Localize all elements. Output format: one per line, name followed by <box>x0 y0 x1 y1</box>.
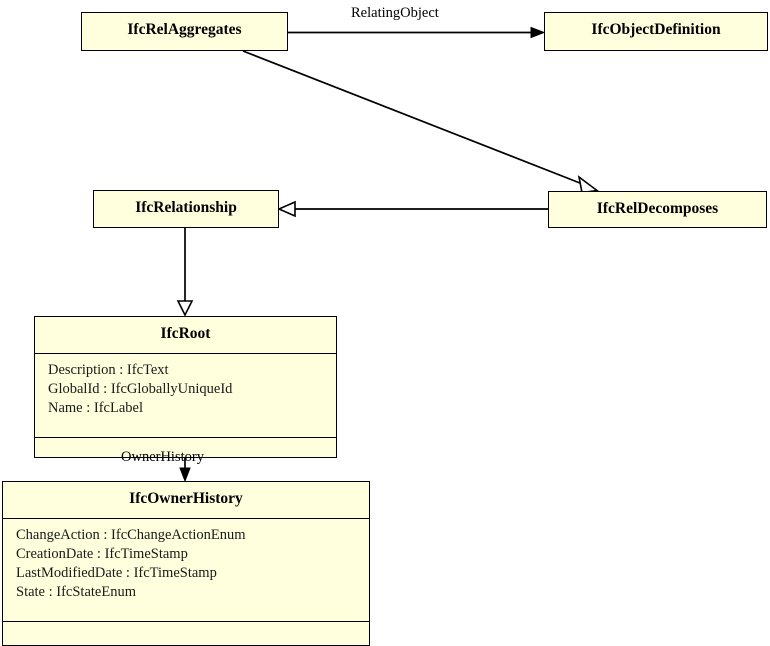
attribute-row: ChangeAction : IfcChangeActionEnum <box>16 526 246 543</box>
attribute-row: LastModifiedDate : IfcTimeStamp <box>16 565 217 582</box>
attributes-compartment-ifcroot: Description : IfcText GlobalId : IfcGlob… <box>35 352 336 437</box>
edge-label-owner-history: OwnerHistory <box>121 449 204 465</box>
attribute-row: Name : IfcLabel <box>48 400 144 417</box>
edge-label-relating-object: RelatingObject <box>351 5 439 21</box>
attribute-row: Description : IfcText <box>48 361 169 378</box>
arrowhead-solid-icon <box>530 26 546 39</box>
class-name-ifcreldecomposes: IfcRelDecomposes <box>596 200 719 217</box>
class-box-ifcreldecomposes[interactable]: IfcRelDecomposes <box>548 191 767 228</box>
class-name-ifcownerhistory: IfcOwnerHistory <box>129 490 243 507</box>
class-box-ifcobjectdefinition[interactable]: IfcObjectDefinition <box>544 12 768 51</box>
edge-rel-aggregates-to-object-definition <box>288 26 546 39</box>
class-box-ifcownerhistory[interactable]: IfcOwnerHistory ChangeAction : IfcChange… <box>2 481 370 646</box>
attribute-row: GlobalId : IfcGloballyUniqueId <box>48 380 233 397</box>
class-name-ifcobjectdefinition: IfcObjectDefinition <box>591 21 721 38</box>
edge-relationship-to-root <box>176 228 194 317</box>
edge-line <box>242 50 586 186</box>
class-name-ifcrelaggregates: IfcRelAggregates <box>127 21 242 38</box>
attribute-row: State : IfcStateEnum <box>16 584 136 601</box>
arrowhead-hollow-triangle-icon <box>176 300 194 317</box>
class-box-ifcrelaggregates[interactable]: IfcRelAggregates <box>81 12 288 51</box>
attribute-row: CreationDate : IfcTimeStamp <box>16 545 188 562</box>
attributes-compartment-ifcownerhistory: ChangeAction : IfcChangeActionEnum Creat… <box>3 517 369 621</box>
operations-compartment-ifcroot <box>35 436 336 458</box>
arrowhead-solid-icon <box>179 467 191 483</box>
edge-rel-aggregates-to-rel-decomposes <box>242 50 600 194</box>
class-name-ifcrelationship: IfcRelationship <box>135 199 237 216</box>
class-box-ifcrelationship[interactable]: IfcRelationship <box>93 190 279 228</box>
arrowhead-hollow-triangle-icon <box>277 200 296 218</box>
class-box-ifcroot[interactable]: IfcRoot Description : IfcText GlobalId :… <box>34 316 337 458</box>
operations-compartment-ifcownerhistory <box>3 620 369 642</box>
edge-rel-decomposes-to-relationship <box>277 200 548 218</box>
class-name-ifcroot: IfcRoot <box>160 325 211 342</box>
